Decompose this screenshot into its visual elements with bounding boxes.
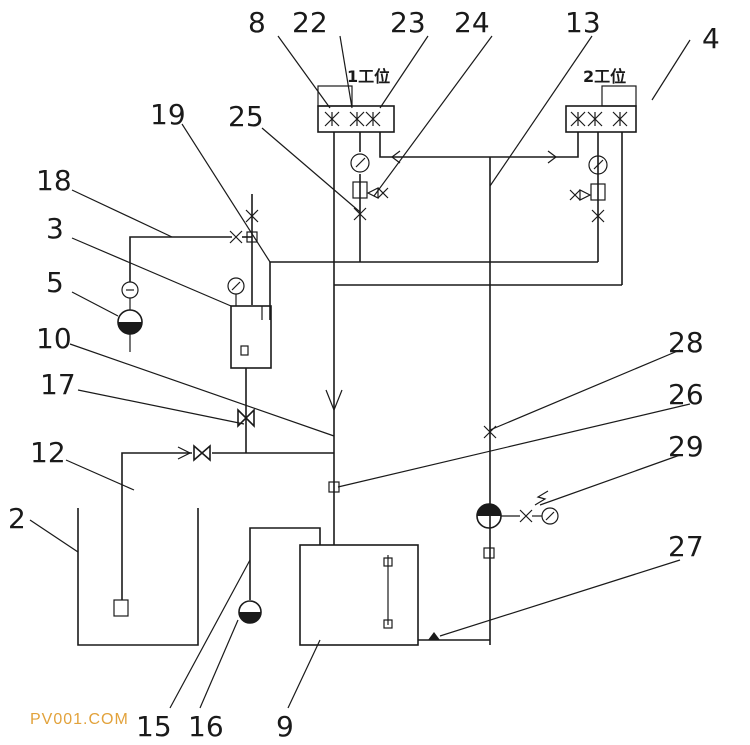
label-28: 28 <box>668 326 704 359</box>
label-25: 25 <box>228 100 264 133</box>
station-2-label: 2工位 <box>583 67 626 86</box>
watermark: PV001.COM <box>30 711 129 728</box>
label-5: 5 <box>46 266 64 299</box>
basin-2 <box>77 508 199 646</box>
label-27: 27 <box>668 530 704 563</box>
label-4: 4 <box>702 22 720 55</box>
label-2: 2 <box>8 502 26 535</box>
part-numbers: 8 22 23 24 13 4 19 25 18 3 5 10 17 12 2 … <box>8 6 720 743</box>
pressure-gauge-station1 <box>350 153 370 173</box>
label-24: 24 <box>454 6 490 39</box>
pipe-network <box>121 132 623 645</box>
flowmeter-5 <box>121 281 139 310</box>
label-26: 26 <box>668 378 704 411</box>
leader-lines <box>29 35 691 709</box>
label-12: 12 <box>30 436 66 469</box>
pressure-gauge-station2 <box>588 155 608 175</box>
label-22: 22 <box>292 6 328 39</box>
pump-16 <box>238 600 262 624</box>
label-9: 9 <box>276 710 294 743</box>
filter-lower-right <box>483 547 495 559</box>
label-18: 18 <box>36 164 72 197</box>
pump-5 <box>117 309 143 352</box>
pump-29-main <box>476 490 559 529</box>
tank-3 <box>227 277 272 369</box>
tank-9 <box>299 544 419 646</box>
label-8: 8 <box>248 6 266 39</box>
valve-19 <box>245 209 259 243</box>
valve-17 <box>237 408 255 428</box>
label-3: 3 <box>46 212 64 245</box>
station-1-label: 1工位 <box>347 67 390 86</box>
label-29: 29 <box>668 430 704 463</box>
label-19: 19 <box>150 98 186 131</box>
valve-12-inline <box>193 444 211 462</box>
station-1-valve-block <box>317 85 395 133</box>
relief-valve-station2 <box>569 183 606 201</box>
valve-25 <box>353 207 367 221</box>
label-17: 17 <box>40 368 76 401</box>
flow-arrows <box>177 150 557 460</box>
label-13: 13 <box>565 6 601 39</box>
label-23: 23 <box>390 6 426 39</box>
label-15: 15 <box>136 710 172 743</box>
station-2-valve-block <box>565 85 637 133</box>
valve-18-inline <box>229 230 243 244</box>
valve-station2-lower <box>591 209 605 223</box>
label-16: 16 <box>188 710 224 743</box>
check-valve-27 <box>428 632 440 640</box>
label-10: 10 <box>36 322 72 355</box>
relief-valve-24 <box>352 181 389 199</box>
